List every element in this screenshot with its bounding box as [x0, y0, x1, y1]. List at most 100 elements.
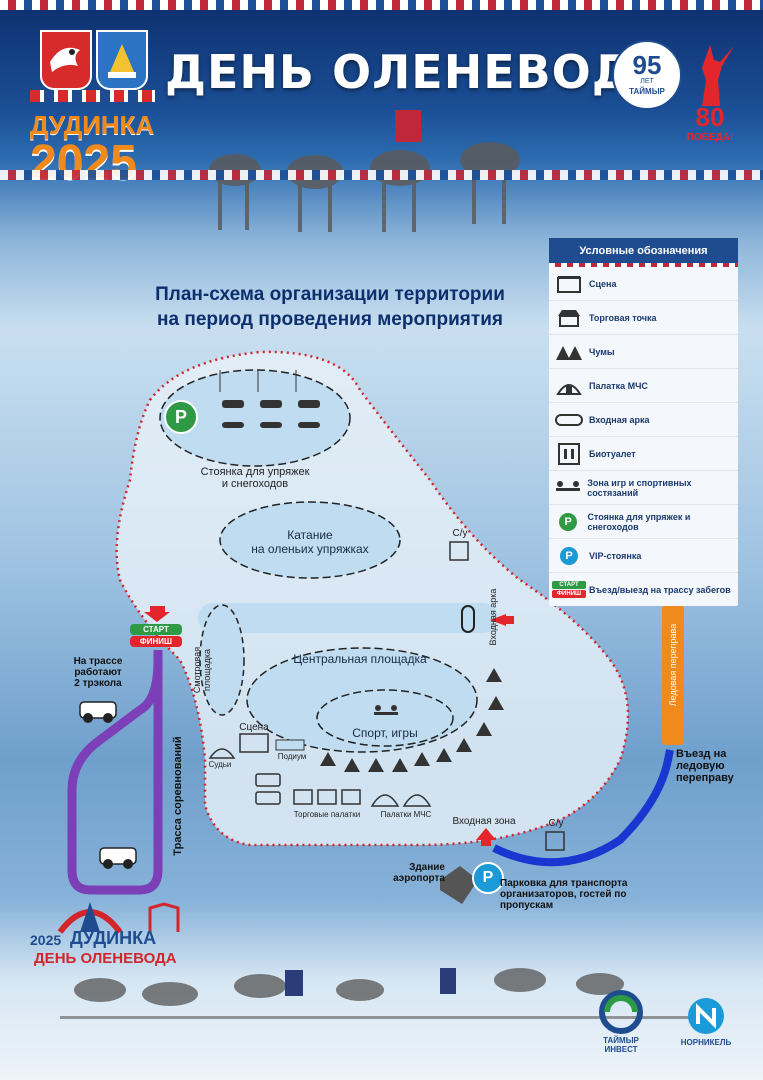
start-badge: СТАРТ — [130, 624, 182, 635]
sport-games-label: Спорт, игры — [352, 726, 418, 740]
wc-label-2: С/у — [548, 818, 564, 829]
trade-tent-icons — [293, 789, 361, 805]
chum-icons — [320, 668, 504, 772]
ice-entry-route — [492, 749, 674, 867]
nornickel-icon — [688, 998, 724, 1034]
mid-ornament — [0, 170, 763, 180]
plan-subtitle: План-схема организации территории на пер… — [110, 282, 550, 332]
games-icon — [556, 480, 581, 491]
legend-row-parking-blue: P VIP-стоянка — [549, 539, 738, 573]
chum-icon — [556, 345, 582, 360]
stage-icon — [239, 733, 269, 753]
legend-row-chum: Чумы — [549, 335, 738, 369]
legend-row-shop: Торговая точка — [549, 301, 738, 335]
nornickel-logo: НОРНИКЕЛЬ — [670, 996, 742, 1047]
legend-row-parking-green: P Стоянка для упряжек и снегоходов — [549, 505, 738, 539]
coat-of-arms-dudinka — [40, 30, 92, 90]
legend-title: Условные обозначения — [549, 238, 738, 267]
badge-95-name: ТАЙМЫР — [629, 87, 665, 96]
games-icon — [374, 705, 398, 715]
legend-row-start-finish: СТАРТ ФИНИШ Въезд/выезд на трассу забего… — [549, 573, 738, 606]
trade-tents-label: Торговые палатки — [293, 810, 361, 819]
race-track-label: Трасса соревнований — [172, 736, 184, 856]
arch-icon — [555, 413, 583, 426]
viewing-platform-area — [199, 604, 245, 716]
snowmobile-icons — [222, 400, 320, 428]
parking-vip-badge: P — [472, 862, 504, 894]
race-track-path — [67, 650, 163, 895]
stage-icon — [557, 275, 581, 293]
top-ornament — [0, 0, 763, 10]
entrance-corridor — [198, 603, 498, 633]
legend-panel: Условные обозначения Сцена Торговая точк… — [549, 238, 738, 606]
victory-word: ПОБЕДА! — [686, 132, 734, 143]
ice-crossing-strip — [662, 605, 684, 745]
wc-label-1: С/у — [452, 528, 468, 539]
start-arrow-icon — [144, 606, 170, 622]
event-logo: 2025 ДУДИНКА ДЕНЬ ОЛЕНЕВОДА — [30, 888, 200, 968]
judges-tent-icon — [208, 748, 236, 759]
victory-number: 80 — [695, 102, 725, 132]
entrance-arch-label: Входная арка — [488, 588, 498, 646]
ice-crossing-label: Ледовая переправа — [668, 623, 678, 707]
territory-boundary — [115, 350, 630, 847]
reindeer-race-photo — [60, 968, 720, 1019]
mchs-tent-icons — [370, 794, 432, 807]
airport-building-icon — [440, 866, 478, 904]
start-mini-badge: СТАРТ — [552, 581, 586, 589]
lamp-posts — [219, 370, 297, 392]
victory-80-badge: 80 ПОБЕДА! — [680, 40, 740, 150]
header-pattern-strip — [30, 90, 155, 102]
parking-zone-area — [159, 369, 351, 467]
logo-year: 2025 — [30, 932, 62, 948]
page-title: ДЕНЬ ОЛЕНЕВОДА — [165, 45, 671, 99]
legend-row-tent: Палатка МЧС — [549, 369, 738, 403]
logo-event: ДЕНЬ ОЛЕНЕВОДА — [34, 950, 177, 967]
city-name: ДУДИНКА — [30, 110, 155, 140]
entrance-zone-label: Входная зона — [452, 816, 516, 827]
entrance-arch-icon — [461, 605, 475, 633]
podium-label: Подиум — [277, 752, 307, 761]
trekol-icons — [79, 701, 137, 869]
shop-icon — [558, 309, 580, 327]
coat-of-arms-taimyr — [96, 30, 148, 90]
bus-icon-2 — [255, 791, 281, 805]
finish-mini-badge: ФИНИШ — [552, 590, 586, 598]
legend-row-stage: Сцена — [549, 267, 738, 301]
legend-row-games: Зона игр и спортивных состязаний — [549, 471, 738, 505]
legend-row-arch: Входная арка — [549, 403, 738, 437]
stage-label: Сцена — [239, 722, 269, 733]
parking-green-icon: P — [559, 512, 578, 531]
toilet-icon — [558, 442, 580, 465]
mchs-tents-label: Палатки МЧС — [380, 810, 432, 819]
motherland-statue-icon — [702, 45, 734, 106]
badge-95-number: 95 — [632, 50, 662, 80]
central-square-label: Центральная площадка — [293, 652, 427, 666]
tent-icon — [556, 383, 582, 395]
entrance-zone-arrow-icon — [476, 828, 496, 840]
subtitle-line-2: на период проведения мероприятия — [157, 309, 503, 330]
subtitle-line-1: План-схема организации территории — [155, 284, 505, 305]
toilet-icon-1 — [449, 541, 469, 561]
event-year: 2025 — [30, 136, 137, 189]
reindeer-ride-area — [219, 501, 401, 579]
parking-blue-icon: P — [560, 546, 578, 565]
entrance-arrow-icon — [490, 614, 506, 626]
toilet-icon-2 — [545, 831, 565, 851]
parking-green-badge: P — [164, 400, 198, 434]
badge-95-small: ЛЕТ — [640, 78, 654, 85]
taimyr-invest-icon — [599, 990, 643, 1034]
podium-icon — [275, 739, 305, 751]
chum-logo-icon — [57, 902, 180, 934]
sport-games-area — [316, 689, 454, 747]
